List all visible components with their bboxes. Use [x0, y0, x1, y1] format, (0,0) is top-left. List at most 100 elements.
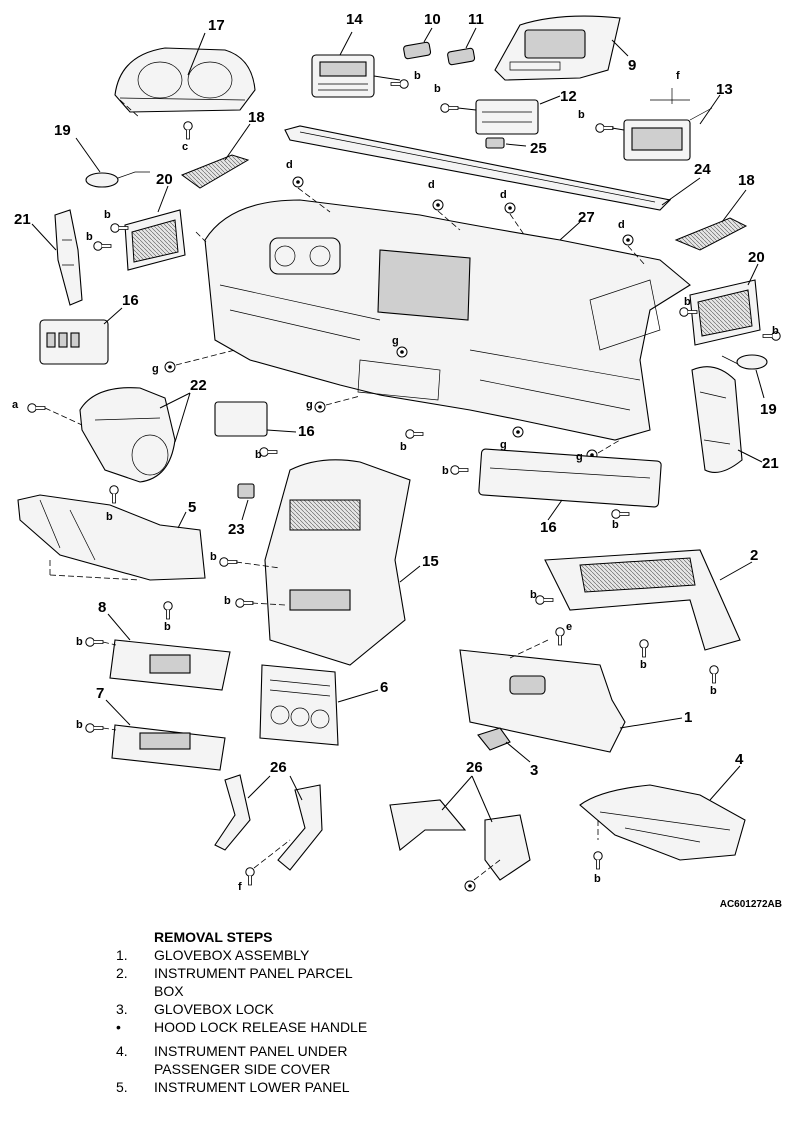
fastener-b: b	[640, 659, 647, 671]
switch-11	[447, 27, 477, 66]
right-long-trim-panel	[450, 448, 662, 521]
callout-27: 27	[578, 209, 595, 226]
left-switch-panel	[39, 307, 123, 365]
fastener-b: b	[414, 70, 421, 82]
left-speaker-grille	[180, 123, 251, 189]
callout-25: 25	[530, 140, 547, 157]
callout-19b: 19	[760, 401, 777, 418]
left-side-cover	[31, 209, 83, 306]
fastener-f: f	[238, 881, 242, 893]
radio-unit-8	[85, 613, 231, 691]
step-text: INSTRUMENT PANEL PARCEL BOX	[154, 965, 353, 999]
climate-control-panel	[440, 95, 561, 149]
step-number: 2.	[116, 965, 128, 981]
fastener-g: g	[306, 399, 313, 411]
step-number: 1.	[116, 947, 128, 963]
fastener-b: b	[255, 449, 262, 461]
callout-18b: 18	[738, 172, 755, 189]
fastener-g: g	[576, 451, 583, 463]
fastener-b: b	[106, 511, 113, 523]
callout-20b: 20	[748, 249, 765, 266]
right-speaker-grille	[674, 189, 748, 251]
callout-21b: 21	[762, 455, 779, 472]
callout-23: 23	[228, 521, 245, 538]
right-key-ring	[721, 354, 768, 399]
center-console-bezel	[219, 459, 421, 666]
step-text: GLOVEBOX LOCK	[154, 1001, 274, 1017]
fastener-a: a	[12, 399, 19, 411]
fastener-b: b	[224, 595, 231, 607]
removal-steps-list: REMOVAL STEPS 1. GLOVEBOX ASSEMBLY 2. IN…	[116, 928, 536, 1096]
callout-18a: 18	[248, 109, 265, 126]
fastener-b: b	[86, 231, 93, 243]
step-number: 4.	[116, 1043, 128, 1059]
right-air-vent	[679, 263, 781, 346]
passenger-under-cover	[579, 765, 746, 870]
clip-g-fasteners	[164, 346, 621, 461]
callout-20a: 20	[156, 171, 173, 188]
instrument-cluster-hood	[114, 32, 256, 140]
part-callouts: 1 2 3 4 5 6 7 8 9 10 11 12 13 14 15 16 1…	[14, 11, 779, 779]
callout-9: 9	[628, 57, 636, 74]
right-console-brackets	[389, 775, 531, 892]
step-text: INSTRUMENT PANEL UNDER PASSENGER SIDE CO…	[154, 1043, 348, 1077]
fastener-d: d	[618, 219, 625, 231]
callout-13: 13	[716, 81, 733, 98]
fastener-c: c	[182, 141, 188, 153]
removal-step: • HOOD LOCK RELEASE HANDLE	[116, 1018, 536, 1036]
callout-24: 24	[694, 161, 711, 178]
fastener-labels: a b b b b b b b b b b b b b b b b b b b …	[12, 70, 779, 893]
callout-26b: 26	[466, 759, 483, 776]
exploded-parts-diagram: 1 2 3 4 5 6 7 8 9 10 11 12 13 14 15 16 1…	[12, 11, 781, 893]
callout-12: 12	[560, 88, 577, 105]
left-air-vent	[93, 185, 186, 271]
callout-11: 11	[468, 11, 484, 28]
callout-16a: 16	[122, 292, 139, 309]
callout-8: 8	[98, 599, 106, 616]
callout-5: 5	[188, 499, 196, 516]
ignition-key-ring	[75, 137, 150, 188]
fastener-b: b	[612, 519, 619, 531]
fastener-g: g	[392, 335, 399, 347]
center-display-hood	[494, 15, 629, 81]
callout-2: 2	[750, 547, 758, 564]
step-text: HOOD LOCK RELEASE HANDLE	[154, 1019, 368, 1035]
removal-step: 3. GLOVEBOX LOCK	[116, 1000, 536, 1018]
right-side-cover	[691, 366, 763, 473]
center-control-panel	[259, 664, 379, 746]
step-bullet: •	[116, 1019, 121, 1035]
fastener-b: b	[710, 685, 717, 697]
fastener-g: g	[152, 363, 159, 375]
callout-4: 4	[735, 751, 744, 768]
removal-step: 2. INSTRUMENT PANEL PARCEL BOX	[116, 964, 536, 1000]
removal-step: 4. INSTRUMENT PANEL UNDER PASSENGER SIDE…	[116, 1042, 536, 1078]
step-number: 5.	[116, 1079, 128, 1095]
glovebox-assembly	[459, 627, 683, 753]
fastener-b: b	[104, 209, 111, 221]
callout-10: 10	[424, 11, 441, 28]
instrument-panel-body	[195, 199, 691, 441]
step-number: 3.	[116, 1001, 128, 1017]
instrument-panel-parcel-box	[535, 549, 753, 684]
glovebox-lock	[477, 727, 531, 763]
instrument-lower-panel	[17, 494, 206, 620]
fastener-b: b	[530, 589, 537, 601]
callout-14: 14	[346, 11, 363, 28]
callout-21a: 21	[14, 211, 31, 228]
fastener-b: b	[76, 636, 83, 648]
callout-6: 6	[380, 679, 388, 696]
fastener-d: d	[286, 159, 293, 171]
display-unit	[595, 88, 721, 161]
callout-16c: 16	[540, 519, 557, 536]
removal-step: 1. GLOVEBOX ASSEMBLY	[116, 946, 536, 964]
lower-center-cover	[214, 401, 297, 437]
fastener-e: e	[566, 621, 572, 633]
fastener-g: g	[500, 439, 507, 451]
fastener-b: b	[772, 325, 779, 337]
small-bracket	[237, 483, 255, 521]
switch-10	[403, 27, 433, 60]
step-text: INSTRUMENT LOWER PANEL	[154, 1079, 350, 1095]
removal-steps-title: REMOVAL STEPS	[154, 929, 273, 945]
callout-3: 3	[530, 762, 538, 779]
clip-d-fasteners	[292, 176, 646, 266]
